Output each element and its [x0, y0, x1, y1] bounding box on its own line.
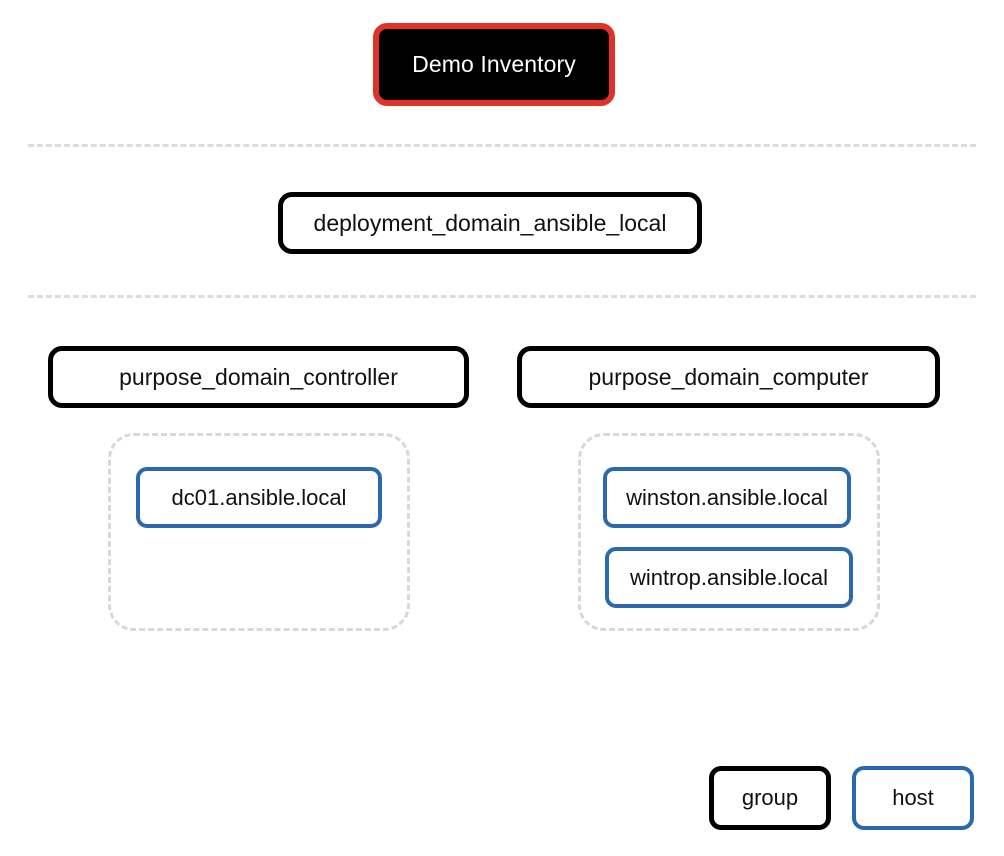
inventory-root-label: Demo Inventory	[412, 51, 576, 77]
legend-label-host: host	[892, 785, 934, 810]
group-node-purpose-domain-controller[interactable]: purpose_domain_controller	[48, 346, 469, 408]
legend: group host	[707, 764, 975, 832]
legend-item-host: host	[852, 766, 974, 830]
legend-item-group: group	[709, 766, 831, 830]
group-label-purpose-domain-computer: purpose_domain_computer	[588, 363, 869, 390]
host-label-dc01-ansible-local: dc01.ansible.local	[171, 484, 347, 510]
group-node-deployment-domain-ansible-local[interactable]: deployment_domain_ansible_local	[278, 192, 702, 254]
host-node-winston-ansible-local[interactable]: winston.ansible.local	[603, 467, 851, 528]
legend-label-group: group	[741, 785, 799, 810]
level-separator-1	[28, 144, 976, 147]
group-label-deployment-domain-ansible-local: deployment_domain_ansible_local	[313, 209, 667, 236]
host-node-dc01-ansible-local[interactable]: dc01.ansible.local	[136, 467, 382, 528]
host-label-wintrop-ansible-local: wintrop.ansible.local	[629, 564, 829, 590]
host-node-wintrop-ansible-local[interactable]: wintrop.ansible.local	[605, 547, 853, 608]
host-cluster-purpose-domain-controller	[108, 433, 410, 631]
group-label-purpose-domain-controller: purpose_domain_controller	[119, 363, 398, 390]
group-node-purpose-domain-computer[interactable]: purpose_domain_computer	[517, 346, 940, 408]
inventory-root-node[interactable]: Demo Inventory	[373, 23, 615, 106]
host-label-winston-ansible-local: winston.ansible.local	[626, 484, 828, 510]
level-separator-2	[28, 295, 976, 298]
host-cluster-purpose-domain-computer	[578, 433, 880, 631]
